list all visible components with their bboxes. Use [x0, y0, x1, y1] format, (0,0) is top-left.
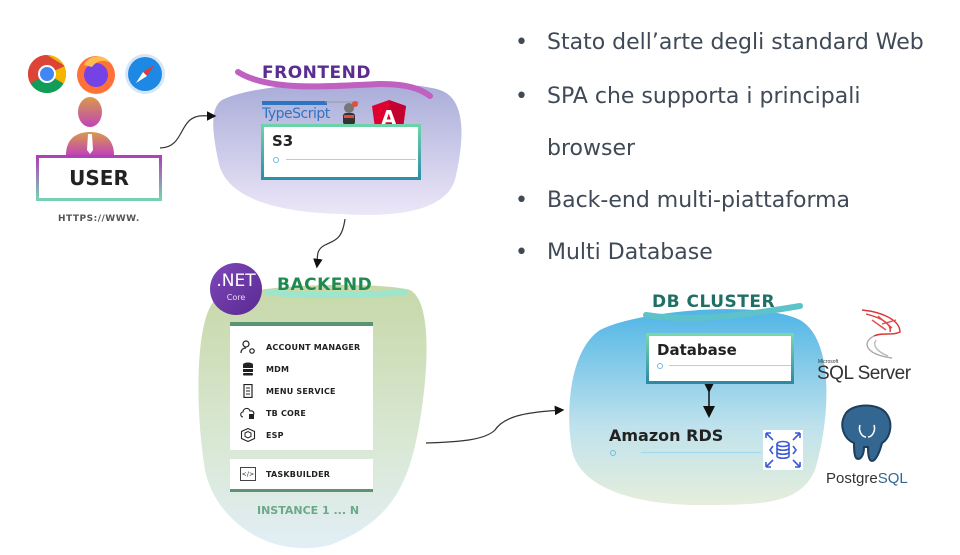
user-label: USER [36, 155, 162, 201]
postgresql-label: PostgreSQL [826, 470, 908, 487]
bullet-marker: • [515, 188, 528, 213]
instance-label: INSTANCE 1 ... N [257, 504, 360, 517]
frontend-underline [235, 69, 433, 99]
service-tb-core: TB CORE [240, 406, 306, 420]
taskbuilder-row: </> TASKBUILDER [230, 459, 373, 492]
menu-service-icon [240, 384, 256, 398]
account-manager-icon [240, 340, 256, 354]
service-menu-service: MENU SERVICE [240, 384, 336, 398]
service-mdm: MDM [240, 362, 289, 376]
code-icon: </> [240, 467, 256, 481]
bullet-marker: • [515, 84, 528, 109]
bullet-text: browser [547, 136, 636, 161]
service-label: TASKBUILDER [266, 469, 331, 479]
url-hint: HTTPS://WWW. [58, 214, 140, 224]
service-account-manager: ACCOUNT MANAGER [240, 340, 360, 354]
cube-icon [240, 428, 256, 442]
dotnet-main-text: .NET [216, 271, 256, 291]
dotnet-sub-text: Core [226, 293, 246, 302]
dotnet-core-logo: .NET Core [210, 263, 262, 315]
firefox-icon [74, 51, 118, 95]
bullet-text: Stato dell’arte degli standard Web [547, 30, 924, 55]
bullet-text: SPA che supporta i principali [547, 84, 861, 109]
db-cluster-title: DB CLUSTER [652, 292, 776, 312]
service-label: MDM [266, 364, 290, 374]
bullet-text: Back-end multi-piattaforma [547, 188, 851, 213]
safari-icon [124, 53, 166, 95]
sql-server-logo-icon [852, 306, 906, 362]
database-card-title: Database [657, 341, 737, 359]
rds-icon [763, 430, 803, 470]
typescript-bar [262, 101, 327, 105]
service-label: TB CORE [266, 408, 307, 418]
rds-dot [610, 450, 616, 456]
postgresql-label-b: SQL [877, 470, 908, 487]
services-panel: ACCOUNT MANAGER MDM MENU SERVICE TB CORE… [230, 322, 373, 493]
service-label: ACCOUNT MANAGER [266, 342, 361, 352]
arrow-user-to-frontend [159, 111, 217, 149]
user-avatar-icon [66, 97, 114, 155]
backend-title: BACKEND [277, 275, 373, 295]
s3-card-title: S3 [272, 132, 294, 150]
bullet-text: Multi Database [547, 240, 713, 265]
amazon-rds-label: Amazon RDS [609, 426, 724, 445]
bullet-marker: • [515, 240, 528, 265]
s3-card-line [286, 159, 416, 160]
database-card: Database [646, 333, 794, 384]
microsoft-label: Microsoft [818, 359, 839, 365]
s3-card: S3 [261, 124, 421, 180]
postgresql-elephant-icon [836, 403, 896, 465]
db-underline [643, 303, 803, 322]
database-card-line [669, 365, 791, 366]
sql-server-label: SQL Server [817, 363, 911, 384]
service-taskbuilder: </> TASKBUILDER [240, 467, 330, 481]
arrow-frontend-to-backend [313, 218, 346, 269]
services-list: ACCOUNT MANAGER MDM MENU SERVICE TB CORE… [230, 322, 373, 450]
cloud-icon [240, 406, 256, 420]
service-label: MENU SERVICE [266, 386, 336, 396]
bullet-marker: • [515, 30, 528, 55]
backend-underline [265, 289, 408, 298]
service-label: ESP [266, 430, 284, 440]
typescript-logo: TypeScript [262, 106, 330, 122]
database-card-dot [657, 363, 663, 369]
frontend-title: FRONTEND [262, 63, 371, 83]
rds-line [641, 452, 761, 453]
arrow-backend-to-db [425, 405, 565, 444]
database-stack-icon [240, 362, 256, 376]
service-esp: ESP [240, 428, 284, 442]
s3-card-dot [273, 157, 279, 163]
chrome-icon [27, 54, 67, 94]
postgresql-label-a: Postgre [826, 470, 878, 487]
